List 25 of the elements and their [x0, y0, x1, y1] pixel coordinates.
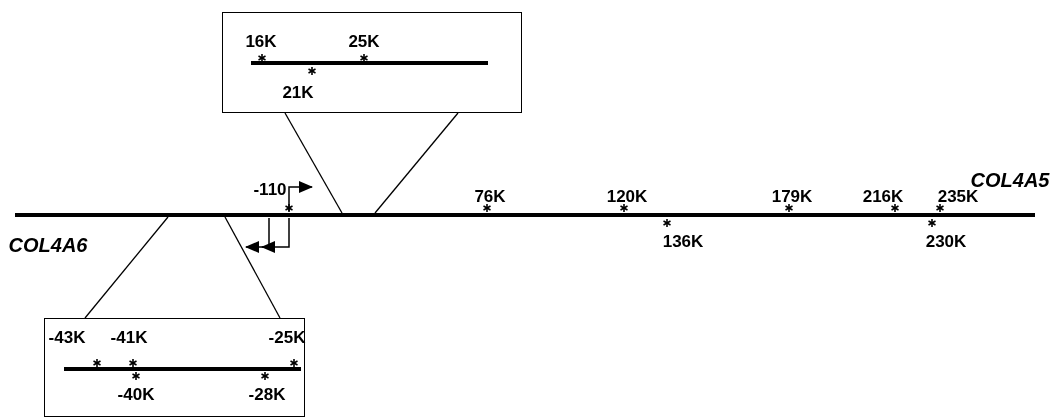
- position-label: -25K: [268, 329, 306, 347]
- position-label: 25K: [348, 33, 380, 51]
- zoom-line: [284, 112, 343, 214]
- position-label: 16K: [245, 33, 277, 51]
- position-label: -43K: [48, 329, 86, 347]
- gene-name: COL4A6: [8, 234, 88, 256]
- position-label: -41K: [110, 329, 148, 347]
- position-label: 76K: [474, 188, 506, 206]
- inset-box: [44, 318, 305, 417]
- zoom-line: [84, 216, 169, 319]
- gene-name: COL4A5: [970, 169, 1050, 191]
- zoom-line: [224, 216, 281, 319]
- position-label: 216K: [862, 188, 904, 206]
- position-label: -110: [253, 181, 287, 199]
- position-label: 21K: [282, 84, 314, 102]
- position-label: 235K: [937, 188, 979, 206]
- position-label: 179K: [771, 188, 813, 206]
- zoom-line: [374, 112, 459, 214]
- position-label: -40K: [117, 386, 155, 404]
- position-label: 120K: [606, 188, 648, 206]
- chromosome-line: [15, 213, 1035, 217]
- position-label: 230K: [925, 233, 967, 251]
- position-label: -28K: [248, 386, 286, 404]
- position-label: 136K: [662, 233, 704, 251]
- inset-box: [222, 12, 522, 113]
